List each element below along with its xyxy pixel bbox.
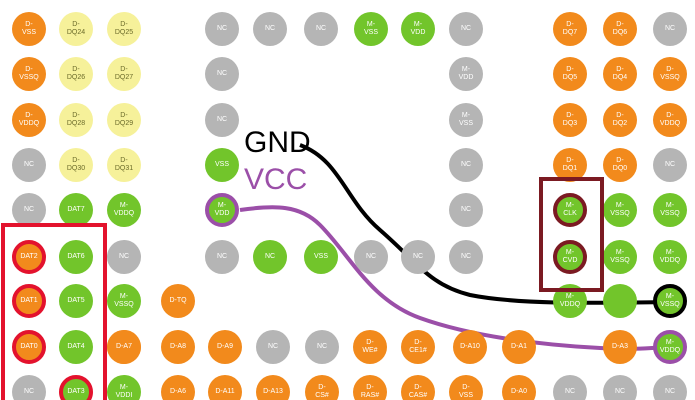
pad-d-dq5: D- DQ5 xyxy=(553,57,587,91)
pad-d-a6: D-A6 xyxy=(161,375,195,400)
pad-vss-r6: VSS xyxy=(304,240,338,274)
pad-d-dq26: D- DQ26 xyxy=(59,57,93,91)
pad-dat6: DAT6 xyxy=(59,240,93,274)
pad-nc-r7-a xyxy=(603,284,637,318)
pad-m-cvd: M- CVD xyxy=(553,240,587,274)
pad-m-vdd-r2: M- VDD xyxy=(449,57,483,91)
pad-m-vdd-r1: M- VDD xyxy=(401,12,435,46)
pad-nc-r9-a: NC xyxy=(12,375,46,400)
pad-d-ras: D- RAS# xyxy=(353,375,387,400)
pad-d-tq: D-TQ xyxy=(161,284,195,318)
pad-d-cas: D- CAS# xyxy=(401,375,435,400)
pad-m-vssq-r5b: M- VSSQ xyxy=(653,193,687,227)
pad-d-vss: D- VSS xyxy=(12,12,46,46)
pad-m-clk: M- CLK xyxy=(553,193,587,227)
pad-d-dq4: D- DQ4 xyxy=(603,57,637,91)
pad-m-vddq-r5: M- VDDQ xyxy=(107,193,141,227)
pad-dat2: DAT2 xyxy=(12,240,46,274)
pad-nc-r4-c: NC xyxy=(653,148,687,182)
vcc-label: VCC xyxy=(244,163,308,196)
pad-d-dq24: D- DQ24 xyxy=(59,12,93,46)
pad-nc-r9-b: NC xyxy=(553,375,587,400)
pad-nc-r1-c: NC xyxy=(304,12,338,46)
pad-nc-r1-d: NC xyxy=(449,12,483,46)
pad-d-a3: D-A3 xyxy=(603,330,637,364)
pad-d-a1: D-A1 xyxy=(502,330,536,364)
pad-nc-r8-b: NC xyxy=(305,330,339,364)
pad-d-a9: D-A9 xyxy=(208,330,242,364)
pad-m-vss-r1: M- VSS xyxy=(354,12,388,46)
pad-d-a13: D-A13 xyxy=(256,375,290,400)
pad-nc-r6-d: NC xyxy=(354,240,388,274)
pad-d-vss-r9: D- VSS xyxy=(449,375,483,400)
pad-nc-r6-f: NC xyxy=(449,240,483,274)
pad-d-vssq-r2b: D- VSSQ xyxy=(653,57,687,91)
pad-dat0: DAT0 xyxy=(12,330,46,364)
pad-m-vddq-vcc: M- VDDQ xyxy=(653,330,687,364)
pad-nc-r3-a: NC xyxy=(205,103,239,137)
pad-d-dq7: D- DQ7 xyxy=(553,12,587,46)
pad-nc-r1-a: NC xyxy=(205,12,239,46)
pad-nc-r8-a: NC xyxy=(256,330,290,364)
pad-m-vddq-r6: M- VDDQ xyxy=(653,240,687,274)
pad-d-dq30: D- DQ30 xyxy=(59,148,93,182)
pad-d-a10: D-A10 xyxy=(453,330,487,364)
pad-d-dq28: D- DQ28 xyxy=(59,103,93,137)
vcc-wire xyxy=(239,205,670,351)
dat-pins-highlight-box xyxy=(1,223,107,400)
pad-dat4: DAT4 xyxy=(59,330,93,364)
pad-d-a8: D-A8 xyxy=(161,330,195,364)
pad-d-a11: D-A11 xyxy=(208,375,242,400)
pad-d-a7: D-A7 xyxy=(107,330,141,364)
pad-d-cs: D- CS# xyxy=(305,375,339,400)
pad-m-vss-r3: M- VSS xyxy=(449,103,483,137)
pad-dat1: DAT1 xyxy=(12,284,46,318)
pad-d-dq2: D- DQ2 xyxy=(603,103,637,137)
pad-m-vssq-r6: M- VSSQ xyxy=(603,240,637,274)
pad-d-dq31: D- DQ31 xyxy=(107,148,141,182)
pad-nc-r5-b: NC xyxy=(449,193,483,227)
pad-d-a0: D-A0 xyxy=(502,375,536,400)
pad-nc-r6-c: NC xyxy=(253,240,287,274)
pad-d-dq29: D- DQ29 xyxy=(107,103,141,137)
pad-m-vssq-r7: M- VSSQ xyxy=(107,284,141,318)
pad-nc-r2-a: NC xyxy=(205,57,239,91)
pad-nc-r6-e: NC xyxy=(401,240,435,274)
pad-m-vssq-gnd: M- VSSQ xyxy=(653,284,687,318)
pad-d-dq1: D- DQ1 xyxy=(553,148,587,182)
pad-nc-r6-a: NC xyxy=(107,240,141,274)
pad-d-vddq-r3: D- VDDQ xyxy=(12,103,46,137)
pad-m-vssq-r5: M- VSSQ xyxy=(603,193,637,227)
pad-nc-r9-d: NC xyxy=(653,375,687,400)
pad-dat5: DAT5 xyxy=(59,284,93,318)
pad-vss-r4: VSS xyxy=(205,148,239,182)
pad-dat3: DAT3 xyxy=(59,375,93,400)
pad-d-vddq-r3b: D- VDDQ xyxy=(653,103,687,137)
pad-d-we: D- WE# xyxy=(353,330,387,364)
pad-nc-r5-a: NC xyxy=(12,193,46,227)
pad-nc-r6-b: NC xyxy=(205,240,239,274)
pad-d-dq6: D- DQ6 xyxy=(603,12,637,46)
pad-d-ce1: D- CE1# xyxy=(401,330,435,364)
pad-m-vdd-vcc: M- VDD xyxy=(205,193,239,227)
clk-cvd-highlight-box xyxy=(539,177,604,292)
pad-dat7: DAT7 xyxy=(59,193,93,227)
pad-d-dq3: D- DQ3 xyxy=(553,103,587,137)
pad-nc-r9-c: NC xyxy=(603,375,637,400)
pad-nc-r4-b: NC xyxy=(449,148,483,182)
pad-nc-r4-a: NC xyxy=(12,148,46,182)
pad-m-vddi: M- VDDI xyxy=(107,375,141,400)
pad-d-vssq-r2: D- VSSQ xyxy=(12,57,46,91)
pad-nc-r1-b: NC xyxy=(253,12,287,46)
pad-nc-r1-e: NC xyxy=(653,12,687,46)
gnd-label: GND xyxy=(244,126,311,159)
pad-d-dq27: D- DQ27 xyxy=(107,57,141,91)
pad-d-dq0: D- DQ0 xyxy=(603,148,637,182)
pad-d-dq25: D- DQ25 xyxy=(107,12,141,46)
